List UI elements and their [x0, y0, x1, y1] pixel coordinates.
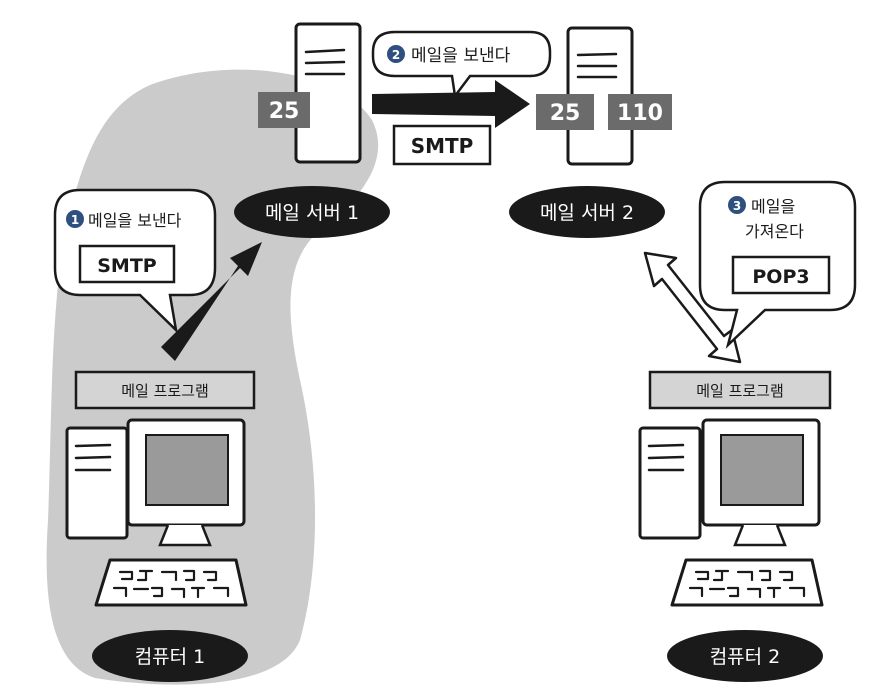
- transfer-protocol: SMTP: [411, 134, 474, 158]
- send-step: 1 메일을 보낸다 SMTP: [53, 188, 262, 361]
- computer-2-screen: [720, 434, 804, 506]
- server-transfer: 2 메일을 보낸다 SMTP: [371, 30, 552, 166]
- server-2-pop-port-box: [608, 94, 672, 130]
- computer-1-screen: [145, 434, 229, 506]
- computer-2-label-pill: [667, 630, 823, 682]
- computer-2: 메일 프로그램 컴퓨터 2: [638, 370, 832, 682]
- step-3-number: 3: [733, 199, 741, 213]
- step-1-text: 메일을 보낸다: [88, 211, 182, 230]
- step-1-number: 1: [71, 213, 79, 227]
- computer-1-label: 컴퓨터 1: [135, 646, 206, 668]
- send-protocol-box: [78, 244, 176, 284]
- mail-server-1: 25 메일 서버 1: [234, 22, 390, 238]
- receive-arrow: [643, 251, 742, 364]
- computer-1: 메일 프로그램 컴퓨터 1: [65, 370, 256, 682]
- server-2-smtp-port-box: [536, 94, 594, 130]
- server-2-label: 메일 서버 2: [540, 202, 634, 224]
- step-2-speech-bubble: [371, 30, 552, 100]
- computer-2-program-label: 메일 프로그램: [696, 382, 784, 400]
- server-1-port: 25: [269, 99, 300, 124]
- receive-protocol-box: [731, 255, 831, 295]
- server-2-pop-port: 110: [617, 101, 663, 126]
- mail-server-2: 25 110 메일 서버 2: [509, 26, 672, 238]
- server-2-smtp-port: 25: [550, 101, 581, 126]
- server-2-label-pill: [509, 186, 665, 238]
- step-2-text: 메일을 보낸다: [411, 46, 511, 66]
- transfer-arrow: [372, 80, 530, 128]
- server-1-port-box: [258, 92, 310, 128]
- step-1-badge: [66, 210, 84, 228]
- step-3-badge: [728, 196, 746, 214]
- step-2-number: 2: [392, 48, 400, 62]
- send-protocol: SMTP: [97, 255, 157, 277]
- send-arrow: [161, 242, 262, 361]
- step-3-text-line2: 가져온다: [745, 222, 804, 241]
- computer-2-label: 컴퓨터 2: [710, 646, 781, 668]
- computer-2-tower: [638, 426, 702, 540]
- computer-2-keyboard: [670, 558, 824, 607]
- server-1-label: 메일 서버 1: [265, 202, 359, 224]
- transfer-protocol-box: [392, 124, 492, 166]
- step-3-text-line1: 메일을: [751, 197, 795, 216]
- computer-1-label-pill: [92, 630, 248, 682]
- computer-1-keyboard: [94, 558, 248, 607]
- receive-step: 3 메일을 가져온다 POP3: [643, 180, 857, 364]
- server-1-label-pill: [234, 186, 390, 238]
- computer-1-program-bar: [74, 370, 256, 410]
- step-2-badge: [387, 45, 405, 63]
- computer-2-program-bar: [648, 370, 832, 410]
- receive-protocol: POP3: [752, 266, 809, 288]
- computer-1-program-label: 메일 프로그램: [121, 382, 209, 400]
